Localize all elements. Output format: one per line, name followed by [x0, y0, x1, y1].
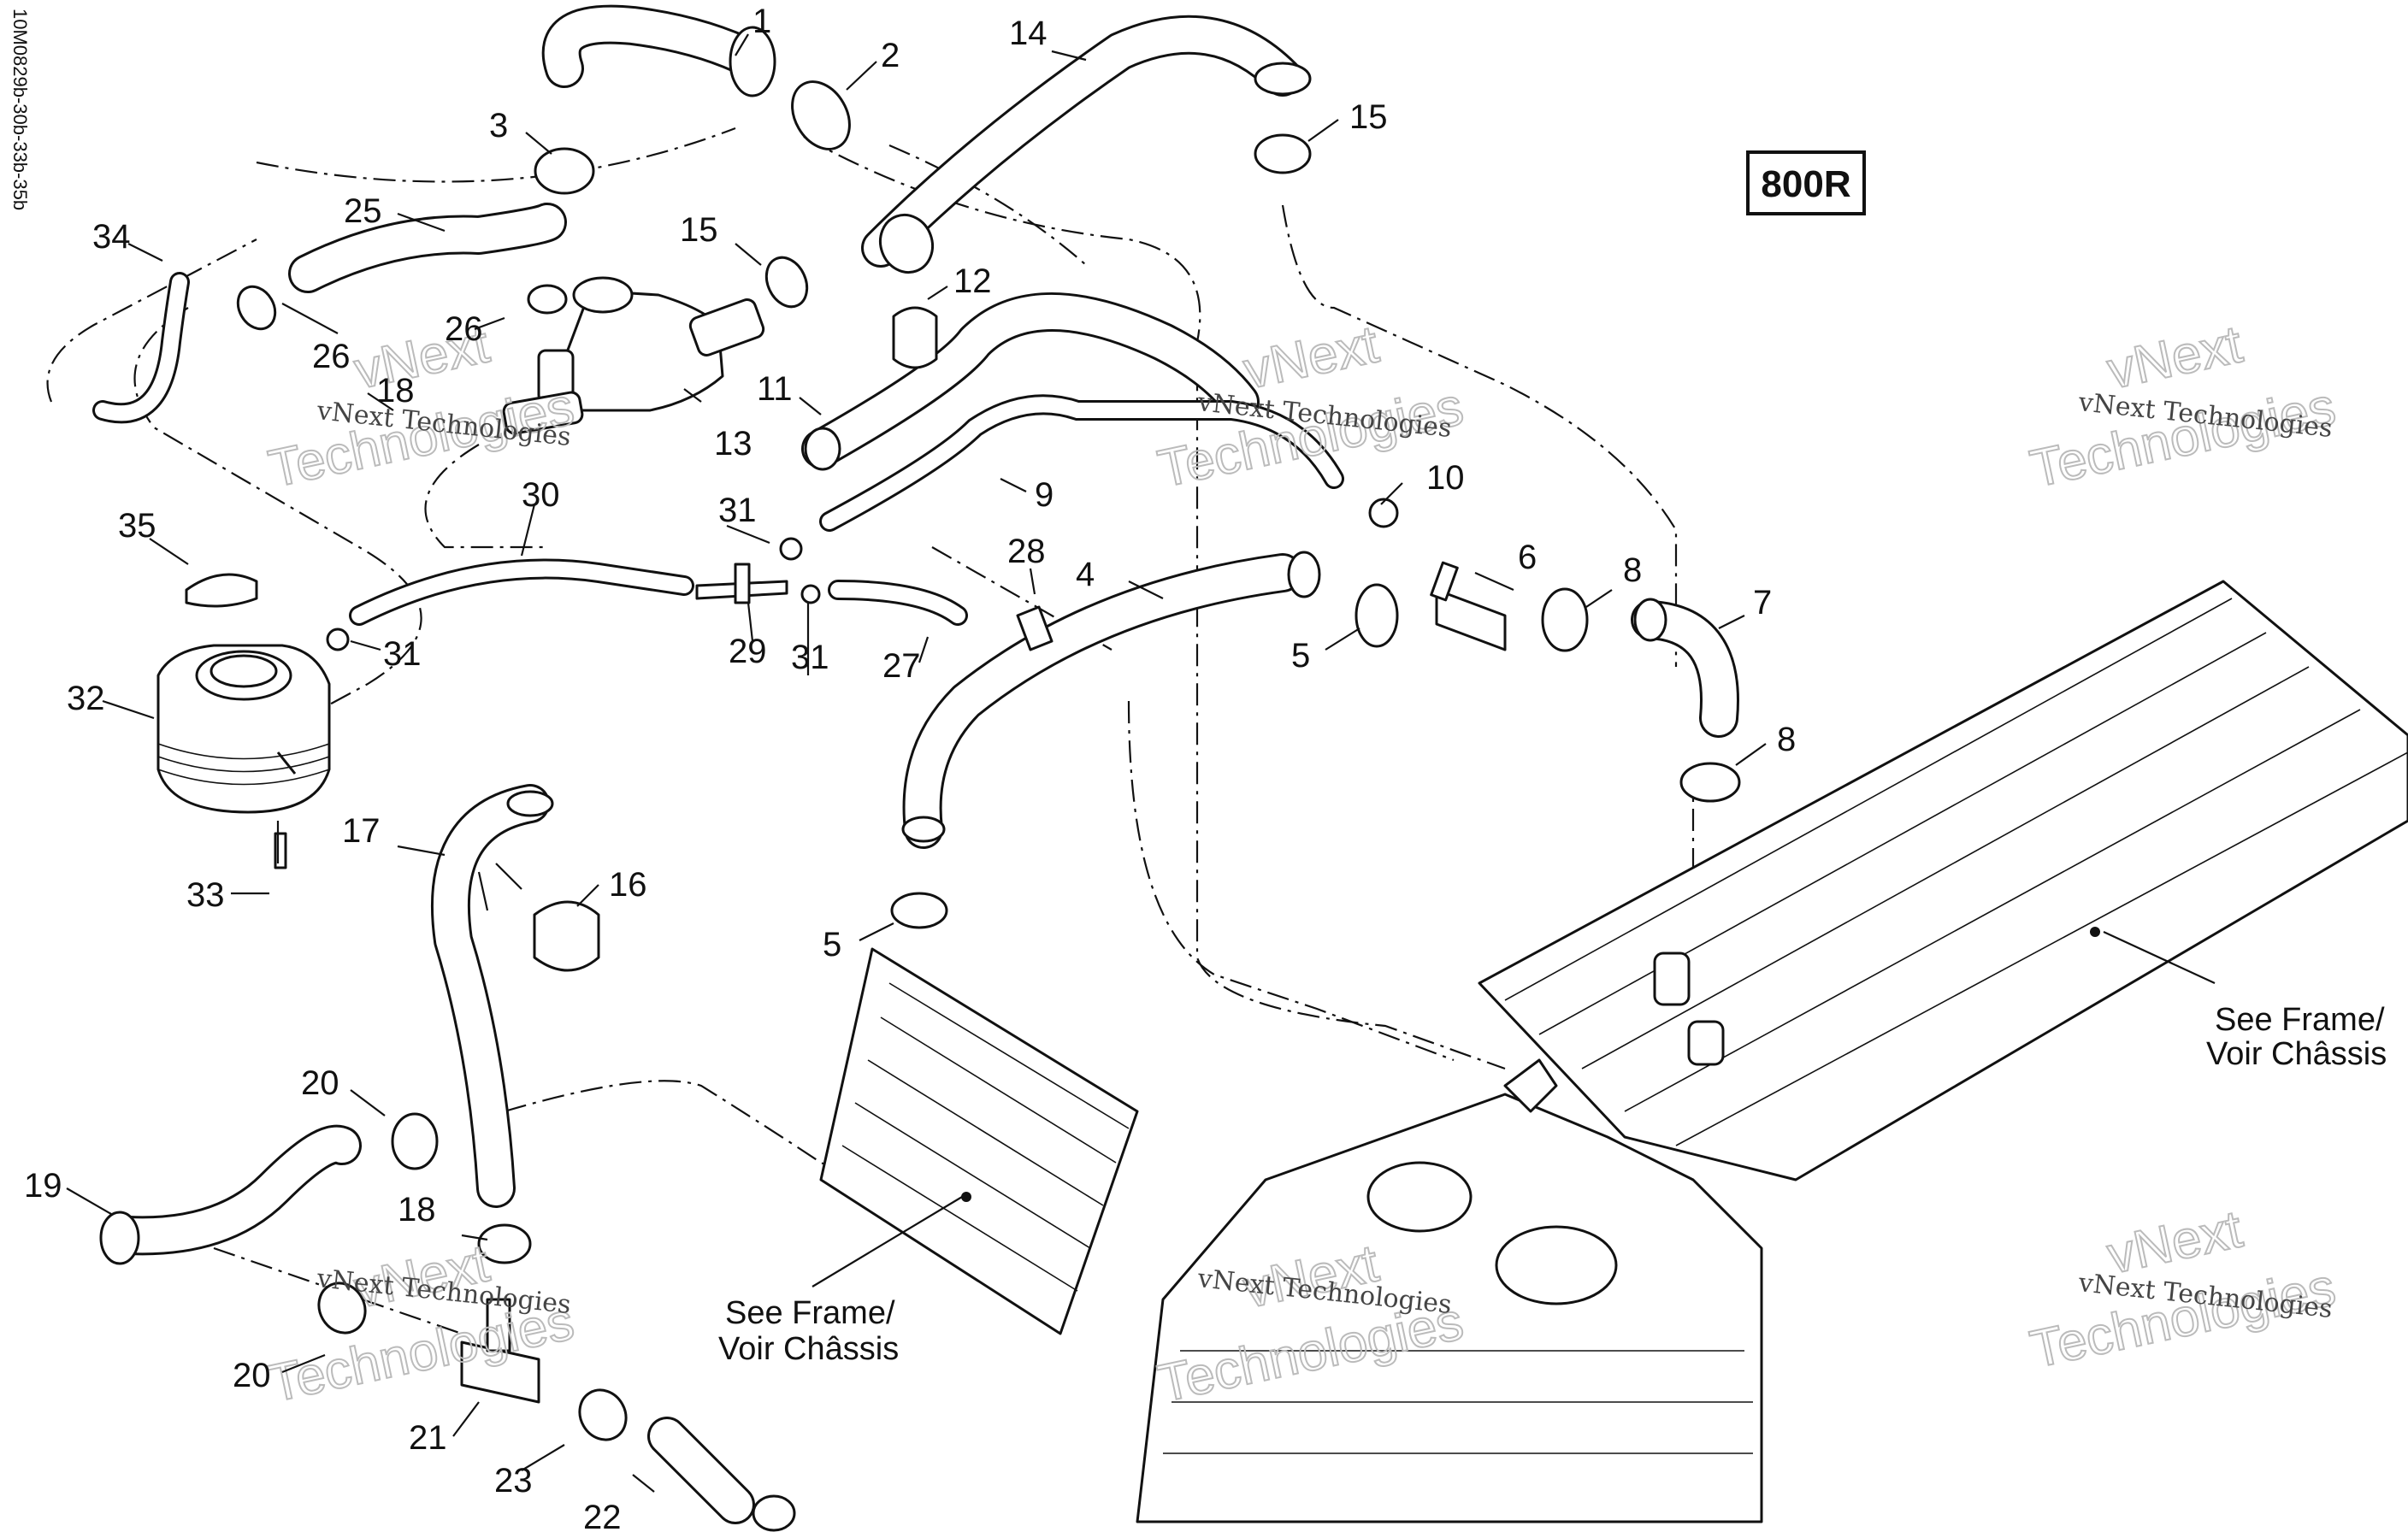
- callout-6: 6: [1518, 539, 1537, 576]
- callouts: 1 2 3 14 15 25 15 34 12 26 26 11 18 13 1…: [24, 3, 1796, 1532]
- callout-4: 4: [1076, 556, 1095, 593]
- watermarks: vNext Technologies vNext Technologies vN…: [263, 314, 2341, 1414]
- callout-16: 16: [609, 866, 647, 904]
- callout-5b: 5: [823, 926, 841, 963]
- callout-25: 25: [344, 192, 382, 230]
- callout-7: 7: [1753, 584, 1772, 622]
- see-frame-line2: Voir Châssis: [718, 1331, 899, 1367]
- callout-18b: 18: [376, 372, 415, 410]
- thermostat-housing: [502, 276, 765, 435]
- callout-35: 35: [118, 507, 156, 545]
- leader-lines: [66, 33, 2216, 1493]
- callout-30: 30: [522, 476, 560, 514]
- callout-18: 18: [398, 1191, 436, 1229]
- watermark-large: vNext: [1239, 315, 1384, 400]
- callout-28: 28: [1007, 533, 1046, 570]
- callout-9: 9: [1035, 476, 1054, 514]
- callout-31a: 31: [718, 492, 757, 529]
- callout-33: 33: [186, 876, 225, 914]
- callout-2: 2: [881, 37, 900, 74]
- callout-17: 17: [342, 812, 381, 850]
- model-label-text: 800R: [1761, 163, 1850, 205]
- model-label: 800R: [1746, 150, 1866, 215]
- callout-8b: 8: [1777, 721, 1796, 758]
- callout-27: 27: [882, 647, 921, 685]
- callout-10: 10: [1426, 459, 1465, 497]
- callout-12: 12: [953, 262, 992, 300]
- callout-31c: 31: [791, 639, 829, 676]
- radiator: [819, 947, 1139, 1335]
- see-frame-note-left: See Frame/ Voir Châssis: [718, 1295, 899, 1367]
- callout-23: 23: [494, 1462, 533, 1500]
- callout-14: 14: [1009, 15, 1048, 52]
- see-frame-line1: See Frame/: [725, 1295, 895, 1331]
- callout-20b: 20: [233, 1357, 271, 1394]
- callout-29: 29: [729, 633, 767, 670]
- hoses: [92, 4, 1739, 1524]
- callout-20a: 20: [301, 1064, 339, 1102]
- callout-3: 3: [489, 107, 508, 144]
- callout-31b: 31: [383, 635, 422, 673]
- fittings: [460, 561, 1507, 1404]
- callout-21: 21: [409, 1419, 447, 1457]
- frame-chassis: [1478, 580, 2408, 1181]
- see-frame-note-right: See Frame/ Voir Châssis: [2206, 1002, 2387, 1072]
- engine: [1136, 1058, 1763, 1523]
- callout-5a: 5: [1291, 637, 1310, 675]
- callout-15b: 15: [680, 211, 718, 249]
- callout-19: 19: [24, 1167, 62, 1205]
- callout-26b: 26: [312, 338, 351, 375]
- see-frame-line1: See Frame/: [2215, 1002, 2385, 1038]
- expansion-tank: [156, 573, 331, 869]
- callout-26a: 26: [445, 310, 483, 348]
- callout-1: 1: [752, 3, 771, 40]
- see-frame-line2: Voir Châssis: [2206, 1036, 2387, 1072]
- clamps: [236, 80, 1741, 1532]
- callout-11: 11: [757, 370, 793, 408]
- callout-22: 22: [583, 1499, 622, 1532]
- reference-code: 10M0829b-30b-33b-35b: [9, 9, 31, 210]
- callout-8a: 8: [1623, 551, 1642, 589]
- callout-15a: 15: [1349, 98, 1388, 136]
- callout-34: 34: [92, 218, 131, 256]
- callout-13: 13: [714, 425, 752, 463]
- callout-32: 32: [67, 680, 105, 717]
- watermark-large: vNext: [2103, 315, 2247, 400]
